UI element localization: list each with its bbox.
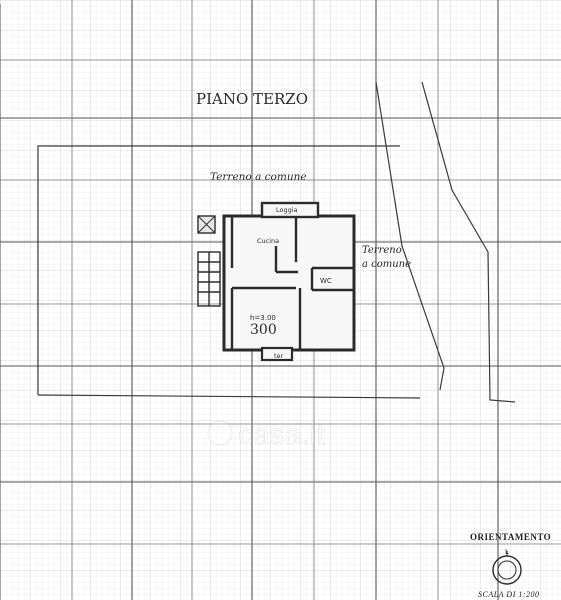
room-label-terrace: ter [274, 352, 284, 360]
room-label-loggia: Loggia [276, 206, 298, 214]
orientation-label: ORIENTAMENTO [470, 532, 551, 542]
stairwell [197, 251, 221, 307]
floor-title: PIANO TERZO [196, 90, 308, 108]
room-label-wc: WC [320, 277, 332, 285]
watermark-logo-icon [207, 420, 233, 446]
room-label-cucina: Cucina [257, 237, 279, 245]
room-height-label: h=3.00 [250, 314, 276, 322]
interior-walls [230, 216, 354, 350]
apartment-outline [197, 201, 356, 362]
scale-label: SCALA DI 1:200 [478, 590, 540, 599]
watermark: casa.it [207, 418, 326, 451]
compass-icon [492, 551, 522, 585]
room-code: 300 [250, 322, 277, 338]
watermark-text: casa.it [238, 418, 325, 451]
lot-boundary [37, 81, 516, 403]
shared-land-label-top: Terreno a comune [210, 171, 307, 183]
shared-land-label-right-1: Terreno [362, 245, 402, 256]
shared-land-label-right-2: a comune [362, 259, 411, 270]
